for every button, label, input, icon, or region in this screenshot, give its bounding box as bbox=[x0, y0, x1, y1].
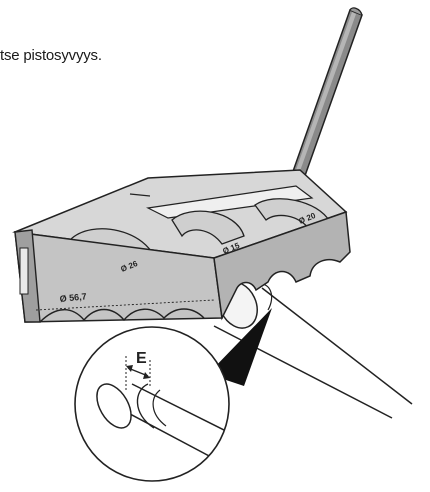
instruction-text: tse pistosyvyys. bbox=[0, 47, 102, 64]
dimension-label: E bbox=[136, 350, 147, 367]
detail-circle bbox=[74, 326, 230, 482]
depth-gauge-tool bbox=[12, 169, 351, 323]
size-label: Ø 56,7 bbox=[59, 291, 87, 304]
callout-pointer bbox=[208, 308, 272, 386]
